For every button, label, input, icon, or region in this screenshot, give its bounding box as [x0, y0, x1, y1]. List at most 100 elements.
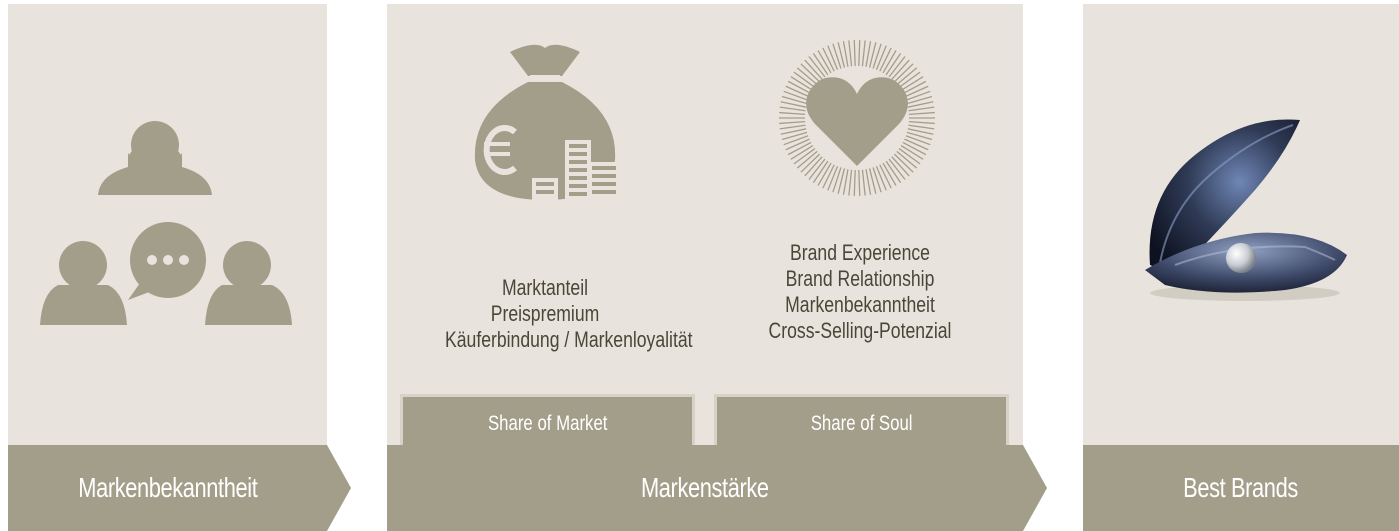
heart-ray [790, 145, 814, 160]
heart-ray [905, 135, 931, 146]
heart-ray [861, 169, 866, 196]
heart-ray [879, 47, 892, 72]
heart-ray [891, 156, 910, 177]
market-metrics: Marktanteil Preispremium Käuferbindung /… [420, 275, 693, 353]
heart-ray [808, 56, 826, 78]
heart-ray [832, 167, 842, 193]
heart-ray [808, 158, 826, 180]
soul-metric-4: Cross-Selling-Potenzial [768, 318, 952, 343]
heart-ray [842, 169, 849, 195]
heart-ray [904, 138, 929, 151]
heart-ray [812, 52, 829, 76]
money-bag-icon [474, 44, 620, 200]
arrow-brand-strength [1023, 445, 1047, 531]
heart-ray [908, 120, 935, 125]
heart-ray [882, 162, 897, 186]
heart-ray [868, 42, 877, 68]
heart-ray [865, 169, 872, 195]
stage-label-best-brands: Best Brands [1083, 445, 1399, 531]
share-of-soul-tag: Share of Soul [714, 394, 1009, 454]
heart-ray [868, 168, 877, 194]
heart-ray [898, 148, 921, 165]
heart-ray [891, 59, 910, 80]
heart-ray [875, 45, 887, 71]
heart-ray [827, 165, 839, 191]
arrow-awareness [327, 445, 351, 531]
heart-ray [837, 42, 846, 68]
heart-ray [885, 52, 902, 76]
heart-ray [780, 101, 807, 108]
heart-ray [779, 111, 806, 116]
soul-metric-1: Brand Experience [790, 240, 930, 265]
heart-ray [842, 41, 849, 67]
heart-ray [783, 90, 809, 101]
soul-metric-2: Brand Relationship [785, 266, 935, 291]
heart-ray [888, 158, 906, 180]
heart-ray [908, 106, 935, 112]
heart-ray [906, 95, 933, 105]
heart-ray [896, 150, 918, 169]
heart-ray [872, 167, 882, 193]
heart-ray [790, 76, 814, 91]
heart-ray [781, 95, 808, 105]
market-metric-3: Käuferbindung / Markenloyalität [445, 327, 693, 352]
heart-ray [907, 128, 934, 135]
heart-ray [781, 131, 808, 141]
heart-ray [780, 128, 807, 135]
heart-ray [893, 153, 914, 173]
heart-ray [879, 164, 892, 189]
people-chat-icon [40, 121, 292, 325]
market-metric-1: Marktanteil [501, 275, 589, 300]
heart-ray [908, 124, 935, 130]
pearl-oyster-icon [1145, 119, 1347, 301]
heart-ray [858, 40, 861, 67]
heart-ray [812, 160, 829, 184]
heart-ray [872, 43, 882, 69]
heart-ray [885, 160, 902, 184]
heart-ray [783, 135, 809, 146]
heart-ray [848, 169, 853, 196]
market-metric-2: Preispremium [490, 301, 600, 326]
heart-ray [865, 41, 872, 67]
heart-ray [837, 168, 846, 194]
stage-label-awareness: Markenbekanntheit [8, 445, 327, 531]
heart-ray [896, 67, 918, 86]
heart-ray [779, 106, 806, 112]
heart-ray [875, 165, 887, 191]
heart-ray [827, 45, 839, 71]
heart-ray [902, 141, 927, 156]
heart-ray [796, 150, 818, 169]
radiant-heart-icon [779, 40, 935, 196]
heart-ray [861, 40, 866, 67]
heart-ray [793, 148, 816, 165]
heart-ray [804, 156, 823, 177]
heart-ray [902, 80, 927, 95]
heart-ray [822, 164, 835, 189]
heart-ray [785, 138, 810, 151]
heart-ray [853, 40, 856, 67]
heart-ray [787, 80, 812, 95]
heart-ray [853, 169, 856, 196]
soul-metrics: Brand Experience Brand Relationship Mark… [735, 240, 985, 344]
soul-metric-3: Markenbekanntheit [785, 292, 935, 317]
heart-ray [898, 71, 921, 88]
heart-ray [822, 47, 835, 72]
heart-ray [907, 101, 934, 108]
heart-ray [905, 90, 931, 101]
heart-ray [804, 59, 823, 80]
heart-ray [900, 145, 924, 160]
heart-ray [817, 162, 832, 186]
heart-ray [800, 63, 821, 83]
heart-ray [787, 141, 812, 156]
heart-ray [882, 50, 897, 74]
heart-ray [900, 76, 924, 91]
heart-ray [908, 111, 935, 116]
stage-label-brand-strength: Markenstärke [387, 445, 1023, 531]
heart-ray [796, 67, 818, 86]
heart-ray [832, 43, 842, 69]
heart-ray [817, 50, 832, 74]
heart-ray [888, 56, 906, 78]
heart-ray [893, 63, 914, 83]
heart-ray [904, 85, 929, 98]
heart-ray [858, 169, 861, 196]
